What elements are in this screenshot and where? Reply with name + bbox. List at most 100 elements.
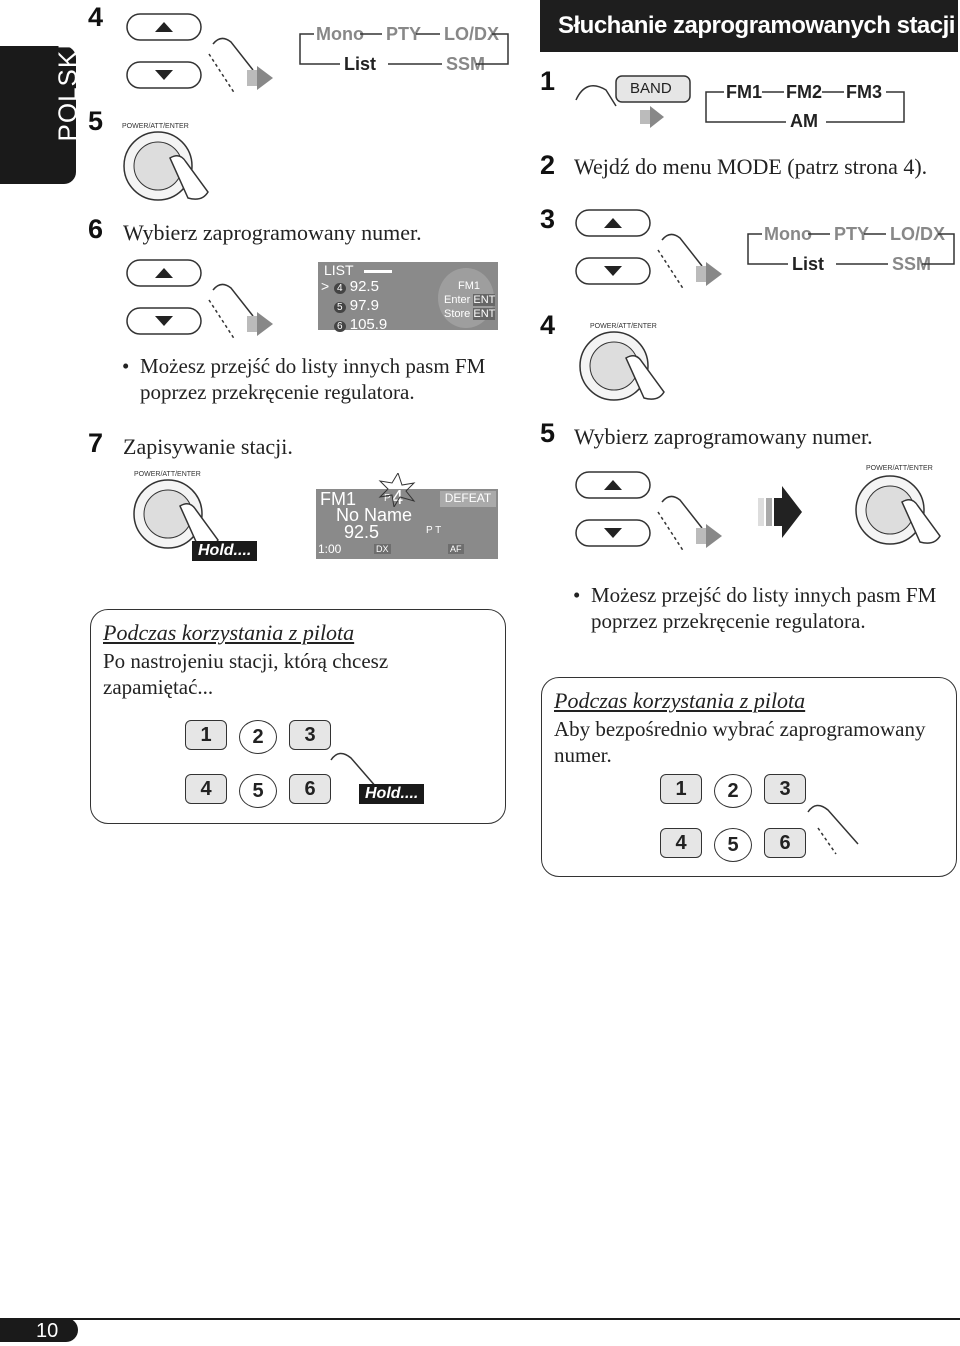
step-6-text: Wybierz zaprogramowany numer. xyxy=(123,220,422,245)
flow-pty: PTY xyxy=(834,224,870,244)
bullet-note-right: Możesz przejść do listy innych pasm FM p… xyxy=(573,582,957,634)
remote-box-right: Podczas korzystania z pilota Aby bezpośr… xyxy=(541,677,957,877)
up-button-icon xyxy=(126,13,202,41)
store-defeat: DEFEAT xyxy=(440,491,496,507)
finger-icon xyxy=(169,155,209,200)
up-button-icon xyxy=(575,209,651,237)
remote-key-4: 4 xyxy=(660,828,702,858)
remote-box-text: Po nastrojeniu stacji, którą chcesz zapa… xyxy=(103,649,389,699)
store-freq: 92.5 xyxy=(344,522,380,542)
list-row: 5 97.9 xyxy=(334,297,414,316)
store-time: 1:00 xyxy=(318,542,342,556)
finger-icon xyxy=(575,85,617,107)
knob-label: POWER/ATT/ENTER xyxy=(122,123,189,130)
finger-icon xyxy=(208,283,254,341)
blink-burst-icon xyxy=(378,473,416,507)
finger-icon xyxy=(901,499,941,544)
finger-icon xyxy=(807,804,859,855)
control-knob-illustration: POWER/ATT/ENTER xyxy=(122,123,209,201)
up-down-buttons-illustration-2 xyxy=(126,259,273,341)
remote-key-4: 4 xyxy=(185,774,227,804)
language-tab: POLSKI xyxy=(0,42,82,184)
step-5-number: 5 xyxy=(88,106,104,136)
flow-arrows-icon xyxy=(705,91,905,123)
hold-label: Hold.... xyxy=(359,784,425,804)
down-button-icon xyxy=(126,307,202,335)
step-4-number: 4 xyxy=(88,2,104,32)
up-down-buttons-illustration-3 xyxy=(575,209,722,291)
step-6-number: 6 xyxy=(88,214,104,244)
mode-flow-diagram: Mono PTY LO/DX List SSM xyxy=(296,22,516,82)
finger-icon xyxy=(625,355,665,400)
remote-key-6: 6 xyxy=(764,828,806,858)
down-button-icon xyxy=(575,257,651,285)
store-preset: 4 xyxy=(392,487,404,509)
store-name: No Name xyxy=(336,505,413,525)
arrow-right-icon xyxy=(650,106,664,128)
remote-key-1: 1 xyxy=(660,774,702,804)
remote-key-5: 5 xyxy=(239,774,277,808)
flow-list: List xyxy=(792,254,825,274)
list-scroll-indicator xyxy=(364,270,392,273)
list-row: 4 92.5 xyxy=(334,278,414,297)
up-down-buttons-illustration xyxy=(126,13,273,95)
flow-ssm: SSM xyxy=(892,254,932,274)
band-fm1: FM1 xyxy=(726,82,762,102)
band-fm2: FM2 xyxy=(786,82,822,102)
step-2-text: Wejdź do menu MODE (patrz strona 4). xyxy=(574,154,928,179)
remote-box-title: Podczas korzystania z pilota xyxy=(554,688,806,713)
finger-icon xyxy=(330,752,378,789)
up-button-icon xyxy=(126,259,202,287)
remote-key-3: 3 xyxy=(289,720,331,750)
flow-mono: Mono xyxy=(316,24,364,44)
step-1-number: 1 xyxy=(540,66,556,96)
remote-box-text: Aby bezpośrednio wybrać zaprogramowany n… xyxy=(554,717,926,767)
remote-key-5: 5 xyxy=(714,828,752,862)
bullet-note-left: Możesz przejść do listy innych pasm FM p… xyxy=(122,353,520,405)
finger-icon xyxy=(208,37,254,95)
step-4-number-right: 4 xyxy=(540,310,556,340)
step-2-number: 2 xyxy=(540,150,556,180)
flow-list: List xyxy=(344,54,377,74)
list-cursor-icon: > xyxy=(321,278,330,294)
step-3-number: 3 xyxy=(540,204,556,234)
control-knob-illustration-4: POWER/ATT/ENTER xyxy=(855,465,941,545)
finger-icon xyxy=(657,233,703,291)
band-am: AM xyxy=(790,111,818,131)
list-row: 6 105.9 xyxy=(334,316,414,335)
step-5-text-right: Wybierz zaprogramowany numer. xyxy=(574,424,873,449)
remote-box-title: Podczas korzystania z pilota xyxy=(103,620,355,645)
list-band: FM1 xyxy=(458,280,480,292)
section-header: Słuchanie zaprogramowanych stacji xyxy=(540,0,958,52)
arrow-right-icon xyxy=(247,312,273,336)
remote-key-2: 2 xyxy=(239,720,277,754)
svg-text:POWER/ATT/ENTER: POWER/ATT/ENTER xyxy=(134,471,201,478)
flow-pty: PTY xyxy=(386,24,422,44)
band-button-label: BAND xyxy=(630,80,672,97)
flow-lodx: LO/DX xyxy=(444,24,500,44)
page-number: 10 xyxy=(36,1320,59,1342)
footer-line xyxy=(0,1318,960,1320)
mode-flow-diagram-right: Mono PTY LO/DX List SSM xyxy=(744,222,960,282)
store-band: FM1 xyxy=(320,489,356,509)
arrow-right-icon xyxy=(247,66,273,90)
list-enter: Enter ENT xyxy=(444,294,496,306)
arrow-right-icon xyxy=(696,262,722,286)
preset-list-display: LIST > 4 92.5 5 97.9 6 105.9 FM1 Enter E… xyxy=(318,262,498,333)
flow-arrows-icon xyxy=(747,233,955,265)
step-5-number-right: 5 xyxy=(540,418,556,448)
remote-box-left: Podczas korzystania z pilota Po nastroje… xyxy=(90,609,506,824)
flow-mono: Mono xyxy=(764,224,812,244)
down-button-icon xyxy=(575,519,651,547)
band-fm3: FM3 xyxy=(846,82,882,102)
big-arrow-right-icon xyxy=(758,486,802,538)
page-number-tab: 10 xyxy=(0,1318,78,1342)
up-down-buttons-illustration-4 xyxy=(575,471,722,553)
list-title: LIST xyxy=(324,262,354,278)
remote-key-3: 3 xyxy=(764,774,806,804)
remote-key-6: 6 xyxy=(289,774,331,804)
band-button-icon xyxy=(615,75,691,103)
down-button-icon xyxy=(126,61,202,89)
flow-arrows-icon xyxy=(299,33,509,65)
arrow-right-icon xyxy=(696,524,722,548)
